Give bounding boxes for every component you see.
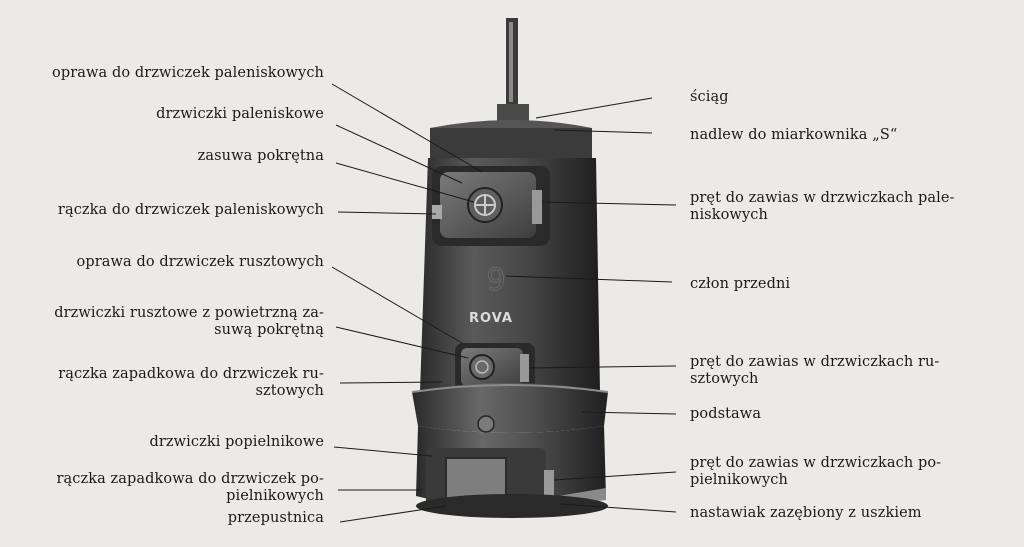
leader-nastawiak-zazebiony bbox=[559, 503, 677, 513]
label-czlon-przedni: człon przedni bbox=[690, 276, 791, 292]
boiler-foot bbox=[416, 494, 608, 518]
flue-collar bbox=[497, 104, 529, 122]
boiler-illustration: 9 ROVA bbox=[411, 18, 609, 518]
brand-mark: ROVA bbox=[469, 311, 513, 326]
label-raczka-zapadkowa-rusztowych: rączka zapadkowa do drzwiczek ru- sztowy… bbox=[58, 366, 324, 399]
leader-drzwiczki-popielnikowe bbox=[333, 446, 433, 457]
leader-pret-popielnikowych bbox=[553, 471, 677, 481]
leader-pret-paleniskowych bbox=[541, 201, 677, 206]
ash-pit-door-hinge bbox=[544, 470, 554, 500]
furnace-door-handle bbox=[432, 205, 442, 219]
leader-lines-left bbox=[331, 83, 483, 523]
leader-sciag bbox=[535, 97, 653, 119]
grate-air-damper bbox=[469, 354, 495, 380]
section-number: 9 bbox=[486, 263, 505, 298]
leader-oprawa-rusztowych bbox=[331, 266, 463, 344]
label-raczka-drzwiczek-paleniskowych: rączka do drzwiczek paleniskowych bbox=[57, 202, 324, 218]
label-pret-zawias-popielnikowych: pręt do zawias w drzwiczkach po- pielnik… bbox=[690, 455, 942, 488]
label-pret-zawias-rusztowych: pręt do zawias w drzwiczkach ru- sztowyc… bbox=[690, 354, 940, 387]
label-podstawa: podstawa bbox=[690, 406, 762, 422]
label-zasuwa-pokretna: zasuwa pokrętna bbox=[197, 148, 324, 164]
label-drzwiczki-paleniskowe: drzwiczki paleniskowe bbox=[156, 106, 324, 122]
furnace-door-hinge bbox=[532, 190, 542, 224]
label-drzwiczki-rusztowe: drzwiczki rusztowe z powietrzną za- suwą… bbox=[54, 305, 324, 338]
label-oprawa-drzwiczek-paleniskowych: oprawa do drzwiczek paleniskowych bbox=[52, 65, 324, 81]
boiler-top-cap bbox=[430, 128, 592, 160]
leader-drzwiczki-paleniskowe bbox=[335, 124, 463, 184]
leader-oprawa-paleniskowych bbox=[331, 83, 483, 173]
leader-pret-rusztowych bbox=[528, 365, 677, 369]
label-przepustnica: przepustnica bbox=[227, 510, 324, 526]
label-nastawiak-zazebiony: nastawiak zazębiony z uszkiem bbox=[690, 505, 922, 521]
leader-podstawa bbox=[581, 411, 677, 415]
leader-raczka-zapadkowa-rusztowych bbox=[339, 381, 443, 384]
label-raczka-zapadkowa-popielnikowych: rączka zapadkowa do drzwiczek po- pielni… bbox=[56, 471, 324, 504]
leader-przepustnica bbox=[339, 505, 447, 523]
label-nadlew-miarkownika: nadlew do miarkownika „S“ bbox=[690, 127, 898, 143]
leader-lines-right bbox=[505, 97, 677, 513]
leader-drzwiczki-rusztowe bbox=[335, 326, 469, 359]
leader-czlon-przedni bbox=[505, 275, 673, 283]
leader-zasuwa-pokretna bbox=[335, 162, 475, 203]
grate-latch-knob bbox=[477, 415, 495, 433]
grate-door-hinge bbox=[520, 354, 529, 382]
leader-raczka-paleniskowych bbox=[337, 211, 437, 215]
label-oprawa-drzwiczek-rusztowych: oprawa do drzwiczek rusztowych bbox=[76, 254, 324, 270]
boiler-base bbox=[412, 383, 608, 433]
label-sciag: ściąg bbox=[690, 89, 729, 105]
label-drzwiczki-popielnikowe: drzwiczki popielnikowe bbox=[149, 434, 324, 450]
label-pret-zawias-paleniskowych: pręt do zawias w drzwiczkach pale- nisko… bbox=[690, 190, 955, 223]
leader-nadlew-miarkownika bbox=[553, 129, 653, 134]
